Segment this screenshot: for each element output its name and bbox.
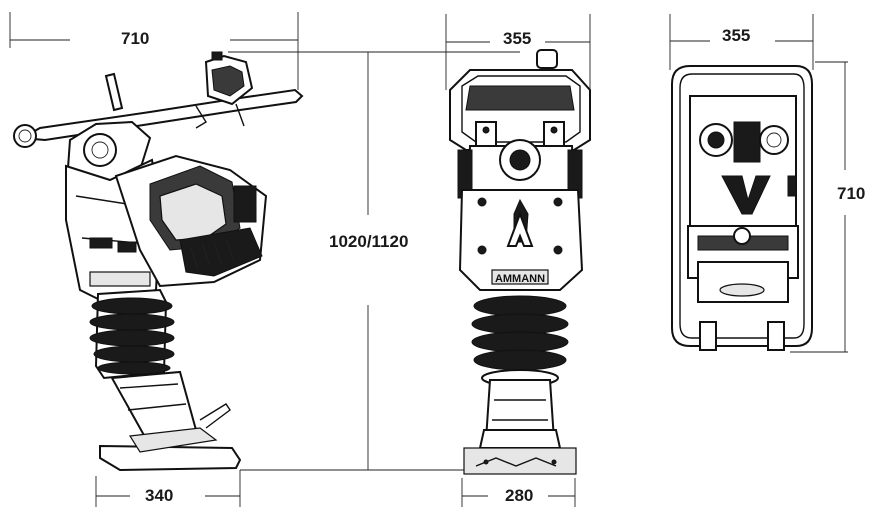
- front-view: AMMANN: [449, 49, 591, 475]
- handle-grip: [13, 124, 37, 148]
- ammann-logo-mark: [506, 211, 534, 247]
- front-foot-plate: [463, 447, 577, 475]
- dimension-label-front-foot: 280: [502, 486, 537, 506]
- dimension-label-top-width: 355: [719, 26, 754, 46]
- top-view: [671, 65, 813, 351]
- front-logo-text: AMMANN: [495, 273, 545, 285]
- dimension-label-side-width: 710: [118, 29, 153, 49]
- side-bellows: [89, 288, 175, 380]
- dimension-label-front-width: 355: [500, 29, 535, 49]
- dimension-lines: [9, 12, 848, 507]
- dimension-label-side-foot: 340: [142, 486, 177, 506]
- dimension-label-top-depth: 710: [834, 184, 869, 204]
- side-view: [13, 51, 304, 472]
- front-bellows: [471, 295, 569, 387]
- dimension-label-height: 1020/1120: [326, 232, 412, 252]
- side-foot-plate: [99, 444, 242, 472]
